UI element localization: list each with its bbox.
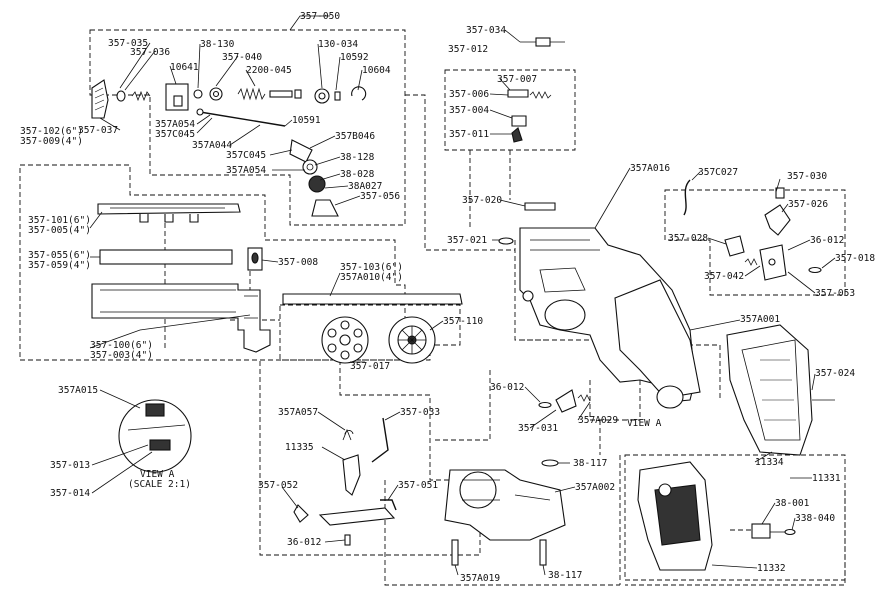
label-357-035: 357-035 [108, 38, 148, 49]
label-357A001: 357A001 [740, 314, 780, 325]
label-357-100: 357-100(6") [90, 340, 153, 351]
label-357A010: 357A010(4") [340, 272, 403, 283]
label-357C045-b: 357C045 [226, 150, 266, 161]
label-38-001: 38-001 [775, 498, 810, 509]
label-357-056: 357-056 [360, 191, 400, 202]
label-357-024: 357-024 [815, 368, 855, 379]
label-357-003: 357-003(4") [90, 350, 153, 361]
label-10604: 10604 [362, 65, 391, 76]
label-357A015: 357A015 [58, 385, 98, 396]
label-357-101: 357-101(6") [28, 215, 91, 226]
grip-panel-11334 [726, 324, 813, 456]
label-38-117-b: 38-117 [548, 570, 582, 581]
label-357-013: 357-013 [50, 460, 90, 471]
label-357-018: 357-018 [835, 253, 875, 264]
label-357-028: 357-028 [668, 233, 708, 244]
hammer [91, 79, 109, 119]
label-357-037: 357-037 [78, 125, 118, 136]
label-357-033: 357-033 [400, 407, 440, 418]
label-357A029: 357A029 [578, 415, 618, 426]
barrel-sleeve-357-055 [99, 249, 233, 265]
label-357-008: 357-008 [278, 257, 318, 268]
label-10591: 10591 [292, 115, 321, 126]
label-357A057: 357A057 [278, 407, 318, 418]
label-11335: 11335 [285, 442, 314, 453]
mainspring [237, 87, 266, 101]
label-357-050: 357-050 [300, 11, 340, 22]
label-357A002: 357A002 [575, 482, 615, 493]
label-357-036: 357-036 [130, 47, 170, 58]
label-38A027: 38A027 [348, 181, 382, 192]
label-130-034: 130-034 [318, 39, 358, 50]
leader-lines [89, 15, 836, 576]
label-357-053: 357-053 [815, 288, 855, 299]
label-357-034: 357-034 [466, 25, 506, 36]
label-11334: 11334 [755, 457, 784, 468]
rib-357-101 [97, 203, 241, 215]
label-38-128: 38-128 [340, 152, 375, 163]
label-357C045-a: 357C045 [155, 129, 195, 140]
label-357-021: 357-021 [447, 235, 487, 246]
barrel-assembly-357-100 [91, 283, 271, 353]
label-357A054-a: 357A054 [155, 119, 195, 130]
label-11331: 11331 [812, 473, 841, 484]
label-view-a-detail: VIEW A [140, 469, 175, 480]
label-357-006: 357-006 [449, 89, 489, 100]
label-357-004: 357-004 [449, 105, 489, 116]
label-2200-045: 2200-045 [246, 65, 292, 76]
part-drawings [91, 37, 835, 571]
label-11332: 11332 [757, 563, 786, 574]
label-357-102: 357-102(6") [20, 126, 83, 137]
label-357A044: 357A044 [192, 140, 232, 151]
label-357C027: 357C027 [698, 167, 738, 178]
label-357-103: 357-103(6") [340, 262, 403, 273]
label-357-020: 357-020 [462, 195, 502, 206]
label-10592: 10592 [340, 52, 369, 63]
label-357-110: 357-110 [443, 316, 483, 327]
label-10641: 10641 [170, 62, 199, 73]
label-view-a-scale: (SCALE 2:1) [128, 479, 191, 490]
label-357-030: 357-030 [787, 171, 827, 182]
label-357-011: 357-011 [449, 129, 489, 140]
label-36-012-a: 36-012 [810, 235, 844, 246]
label-36-012-c: 36-012 [287, 537, 321, 548]
label-38-117-a: 38-117 [573, 458, 607, 469]
label-view-a-frame: VIEW A [627, 418, 662, 429]
label-357-012: 357-012 [448, 44, 488, 55]
label-357-005: 357-005(4") [28, 225, 91, 236]
label-357-051: 357-051 [398, 480, 438, 491]
label-357A016: 357A016 [630, 163, 670, 174]
label-357-059: 357-059(4") [28, 260, 91, 271]
label-357-017: 357-017 [350, 361, 390, 372]
label-357-026: 357-026 [788, 199, 828, 210]
label-357-040: 357-040 [222, 52, 262, 63]
label-338-040: 338-040 [795, 513, 835, 524]
label-357-014: 357-014 [50, 488, 90, 499]
label-357-009: 357-009(4") [20, 136, 83, 147]
view-a-detail [118, 399, 192, 473]
part-number-labels: 357-050 357-035 357-036 38-130 357-040 1… [20, 11, 875, 584]
label-357-055: 357-055(6") [28, 250, 91, 261]
label-357-052: 357-052 [258, 480, 298, 491]
label-38-130: 38-130 [200, 39, 235, 50]
barrel-357-103 [282, 293, 463, 305]
label-357A019: 357A019 [460, 573, 500, 584]
label-357A054-b: 357A054 [226, 165, 266, 176]
label-38-028: 38-028 [340, 169, 375, 180]
label-357-007: 357-007 [497, 74, 537, 85]
label-357B046: 357B046 [335, 131, 375, 142]
label-36-012-b: 36-012 [490, 382, 524, 393]
label-357-031: 357-031 [518, 423, 558, 434]
label-357-042: 357-042 [704, 271, 744, 282]
